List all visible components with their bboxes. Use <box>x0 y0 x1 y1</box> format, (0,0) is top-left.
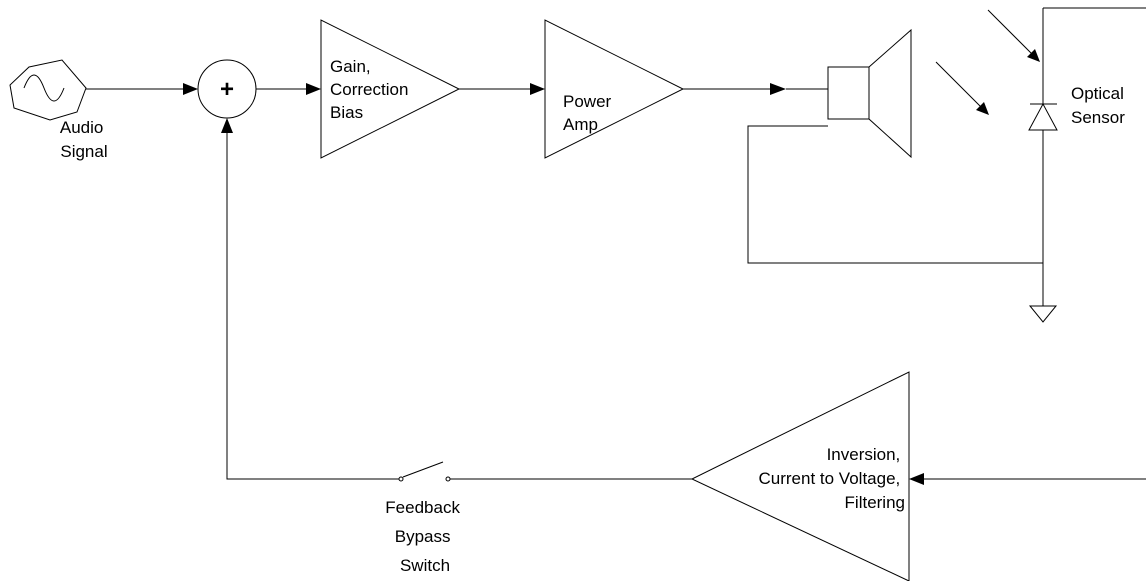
optical-sensor-label: Optical Sensor <box>1071 84 1129 127</box>
inversion-filter-label: Inversion, Current to Voltage, Filtering <box>759 445 906 512</box>
sine-wave-icon <box>23 74 65 102</box>
ground-icon <box>1028 305 1058 323</box>
speaker-return-wire <box>747 125 1043 264</box>
power-amp-triangle <box>544 19 685 159</box>
arrow-to-speaker <box>770 83 786 95</box>
inversion-filter-triangle <box>690 371 910 581</box>
light-ray-lower <box>935 61 983 109</box>
arrow-to-sum-feedback <box>221 118 233 133</box>
feedback-bypass-switch <box>398 461 451 482</box>
power-amp-label: Power Amp <box>563 92 616 134</box>
light-ray-upper-arrowhead <box>1027 49 1040 62</box>
gain-correction-label: Gain, Correction Bias <box>330 57 413 122</box>
gain-correction-triangle <box>320 19 461 159</box>
photodiode-icon <box>1028 102 1058 131</box>
arrow-to-gain <box>306 83 321 95</box>
light-ray-upper <box>987 9 1034 56</box>
plus-symbol: + <box>220 76 234 103</box>
audio-signal-source <box>9 59 87 121</box>
arrow-to-poweramp <box>530 83 545 95</box>
speaker-icon <box>827 28 912 159</box>
feedback-switch-label: Feedback Bypass Switch <box>385 498 464 575</box>
arrow-to-inversion <box>909 473 924 485</box>
light-ray-lower-arrowhead <box>976 102 989 115</box>
arrow-to-sum <box>183 83 198 95</box>
feedback-return-wire <box>226 133 399 480</box>
audio-signal-label: Audio Signal <box>60 118 108 161</box>
